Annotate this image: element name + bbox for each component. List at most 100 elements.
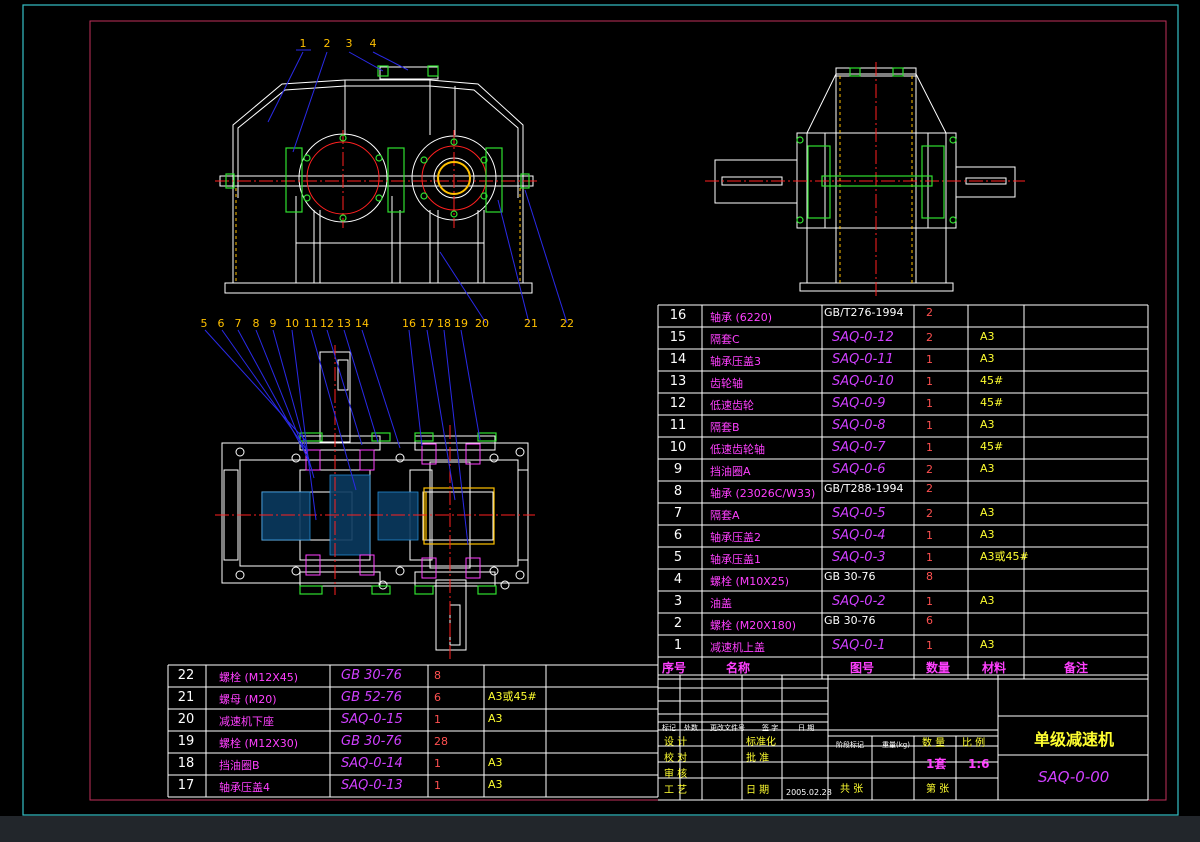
bom-item-qty: 8 <box>434 669 441 682</box>
section-view-balloon-13: 13 <box>337 317 351 330</box>
bom-item-no: 12 <box>669 396 687 411</box>
bom-item-name: 减速机下座 <box>219 715 274 728</box>
quantity-value: 1套 <box>926 757 947 771</box>
change-row-count: 处数 <box>684 724 698 732</box>
bom-item-no: 20 <box>177 712 195 727</box>
bom-item-no: 19 <box>177 734 195 749</box>
front-view-balloon-2: 2 <box>323 37 331 50</box>
side-view-dashes <box>839 76 913 283</box>
bom-item-qty: 1 <box>926 375 933 388</box>
drawing-sheet <box>22 4 1179 816</box>
bom-item-qty: 1 <box>926 529 933 542</box>
bom-item-no: 22 <box>177 668 195 683</box>
section-view-balloon-5: 5 <box>200 317 208 330</box>
bom-item-code: SAQ-0-3 <box>832 550 886 565</box>
front-view-dashes <box>235 188 521 283</box>
bom-item-code: GB 30-76 <box>341 734 402 749</box>
bom-item-material: A3 <box>980 462 995 475</box>
bom-item-no: 6 <box>673 528 683 543</box>
bom-item-code: SAQ-0-15 <box>341 712 403 727</box>
bom-item-code: GB 30-76 <box>824 614 876 627</box>
bom-item-material: A3 <box>488 778 503 791</box>
section-view-balloon-19: 19 <box>454 317 468 330</box>
section-bearings <box>305 443 481 579</box>
bom-item-qty: 1 <box>926 441 933 454</box>
bom-item-qty: 2 <box>926 331 933 344</box>
bom-item-material: A3 <box>980 352 995 365</box>
bom-item-material: 45# <box>980 440 1004 453</box>
section-view-balloon-14: 14 <box>355 317 369 330</box>
bom-item-no: 16 <box>669 308 687 323</box>
bom-item-code: SAQ-0-4 <box>832 528 886 543</box>
bom-item-material: 45# <box>980 374 1004 387</box>
bom-item-name: 螺栓 (M12X45) <box>219 671 299 684</box>
bom-item-code: SAQ-0-7 <box>832 440 886 455</box>
bom-item-qty: 1 <box>434 757 441 770</box>
bom-upper-grid <box>657 304 1149 680</box>
bom-item-code: SAQ-0-6 <box>832 462 886 477</box>
bom-item-qty: 2 <box>926 306 933 319</box>
bom-item-no: 1 <box>673 638 683 653</box>
bom-item-code: SAQ-0-8 <box>832 418 886 433</box>
bom-item-name: 挡油圈A <box>710 465 751 478</box>
section-view-balloon-16: 16 <box>402 317 416 330</box>
bom-item-qty: 2 <box>926 482 933 495</box>
bom-item-no: 3 <box>673 594 683 609</box>
bom-item-no: 7 <box>673 506 683 521</box>
bom-item-material: A3或45# <box>488 690 537 703</box>
section-view-balloon-10: 10 <box>285 317 299 330</box>
section-view-balloon-7: 7 <box>234 317 242 330</box>
sheet-number: 第 张 <box>926 784 950 795</box>
status-bar <box>0 816 1200 842</box>
checker-label: 校 对 <box>664 753 688 764</box>
bom-item-qty: 28 <box>434 735 448 748</box>
bom-item-code: GB/T288-1994 <box>824 482 904 495</box>
bom-item-material: A3 <box>980 638 995 651</box>
bom-item-code: GB 30-76 <box>341 668 402 683</box>
bom-item-material: A3 <box>980 330 995 343</box>
bom-item-code: SAQ-0-14 <box>341 756 403 771</box>
front-view-balloon-1: 1 <box>299 37 307 50</box>
bom-item-code: GB 30-76 <box>824 570 876 583</box>
bom-item-material: A3 <box>980 594 995 607</box>
bom-item-qty: 6 <box>926 614 933 627</box>
bom-item-qty: 2 <box>926 507 933 520</box>
bom-item-code: SAQ-0-5 <box>832 506 886 521</box>
bom-item-material: A3或45# <box>980 550 1029 563</box>
bom-item-qty: 1 <box>926 419 933 432</box>
section-bolts <box>299 432 497 595</box>
bom-header-qty: 数量 <box>926 661 951 675</box>
inner-frame <box>89 20 1167 801</box>
bom-item-name: 低速齿轮 <box>710 399 754 412</box>
bom-item-no: 11 <box>669 418 687 433</box>
bom-header-note: 备注 <box>1064 661 1089 675</box>
bom-header-name: 名称 <box>726 661 751 675</box>
bom-item-name: 低速齿轮轴 <box>710 443 765 456</box>
bom-item-code: SAQ-0-13 <box>341 778 403 793</box>
change-row-doc: 更改文件号 <box>710 724 745 732</box>
bom-item-qty: 1 <box>926 639 933 652</box>
bom-item-material: A3 <box>980 418 995 431</box>
front-view-balloon-22: 22 <box>560 317 574 330</box>
bom-item-code: SAQ-0-12 <box>832 330 894 345</box>
section-view-balloon-11: 11 <box>304 317 318 330</box>
bom-item-no: 17 <box>177 778 195 793</box>
weight-label: 重量(kg) <box>882 741 910 749</box>
approval-label: 批 准 <box>746 753 770 764</box>
scale-label: 比 例 <box>962 738 986 749</box>
bom-item-name: 螺栓 (M10X25) <box>710 575 790 588</box>
side-view-centerlines <box>705 62 1025 298</box>
front-view-leaders <box>267 49 568 324</box>
process-label: 工 艺 <box>664 785 688 796</box>
sheets-total: 共 张 <box>840 784 864 795</box>
front-view-balloon-3: 3 <box>345 37 353 50</box>
change-row-date: 日 期 <box>798 724 815 732</box>
bom-header-no: 序号 <box>662 661 687 675</box>
front-view-bolts <box>225 65 530 222</box>
bom-header-code: 图号 <box>850 661 875 675</box>
bom-item-material: A3 <box>980 506 995 519</box>
bom-item-no: 5 <box>673 550 683 565</box>
bom-item-qty: 1 <box>434 713 441 726</box>
bom-item-qty: 6 <box>434 691 441 704</box>
